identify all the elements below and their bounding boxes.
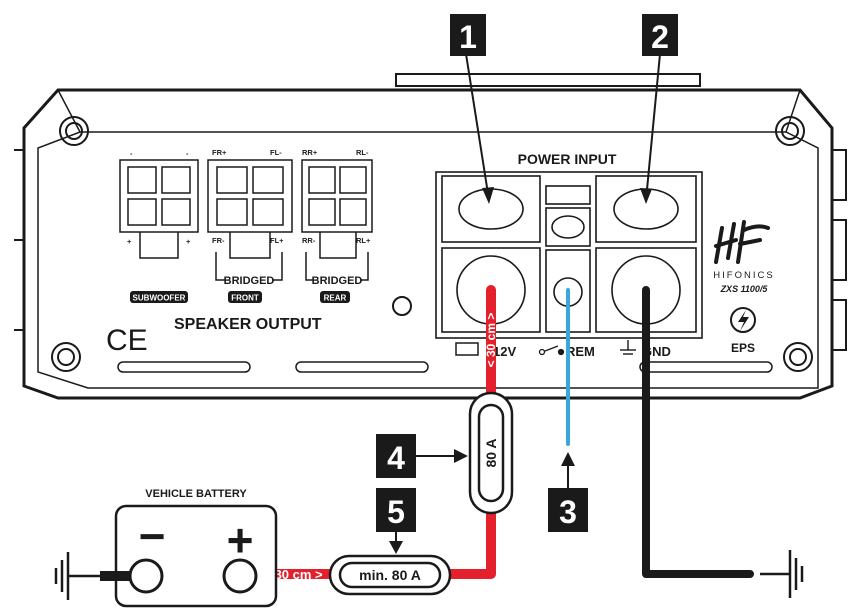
fuse-amp-rating: 80 A — [483, 438, 499, 467]
terminal-12v-label: 12V — [493, 344, 516, 359]
ground-symbol-icon — [760, 550, 804, 598]
callout-4-number: 4 — [387, 440, 405, 476]
callout-1-number: 1 — [459, 19, 477, 55]
rear-label: REAR — [324, 294, 347, 303]
corner-screw-icon — [59, 116, 89, 146]
pin-label: RR- — [302, 236, 316, 245]
bridged-front-label: BRIDGED — [224, 275, 275, 287]
corner-screw-icon — [51, 342, 81, 372]
callout-3-number: 3 — [559, 494, 577, 530]
panel-screw-icon — [392, 296, 412, 316]
callout-2-number: 2 — [651, 19, 669, 55]
corner-screw-icon — [783, 342, 813, 372]
switch-symbol-icon — [538, 345, 565, 356]
vehicle-battery: VEHICLE BATTERY − + — [54, 488, 278, 608]
brand-name: HIFONICS — [713, 270, 774, 281]
fuse-amp[interactable]: 80 A — [468, 391, 514, 515]
fuse-battery[interactable]: min. 80 A — [328, 554, 452, 596]
pin-label: FR- — [212, 236, 225, 245]
ground-wire — [642, 286, 754, 578]
callout-5-number: 5 — [387, 494, 405, 530]
pin-label: - — [130, 149, 133, 158]
callout-5 — [376, 488, 416, 532]
battery-title: VEHICLE BATTERY — [145, 488, 247, 500]
ground-symbol-icon — [620, 340, 636, 355]
pin-label: RL- — [356, 148, 369, 157]
front-badge — [228, 291, 262, 303]
hifonics-logo-icon — [714, 220, 770, 264]
subwoofer-badge — [130, 291, 188, 303]
pin-label: FL+ — [270, 236, 284, 245]
connector-rear[interactable] — [301, 159, 373, 281]
callout-2 — [642, 14, 678, 56]
battery-minus-sign: − — [139, 510, 166, 562]
subwoofer-label: SUBWOOFER — [133, 294, 186, 303]
amp-distance-label: < 30 cm > — [484, 313, 498, 368]
power-input-label: POWER INPUT — [518, 151, 617, 167]
pin-label: RL+ — [356, 236, 371, 245]
battery-positive-terminal[interactable] — [222, 558, 258, 594]
battery-plus-sign: + — [227, 514, 254, 566]
pin-label: + — [127, 237, 132, 246]
pin-label: RR+ — [302, 148, 318, 157]
eps-icon — [730, 307, 756, 333]
fuse-battery-rating: min. 80 A — [359, 567, 421, 583]
battery-negative-terminal[interactable] — [128, 558, 164, 594]
callout-3 — [548, 488, 588, 532]
pin-label: - — [186, 149, 189, 158]
callout-1 — [450, 14, 486, 56]
bridged-rear-label: BRIDGED — [312, 275, 363, 287]
model-name: ZXS 1100/5 — [720, 284, 769, 294]
corner-screw-icon — [775, 116, 805, 146]
pin-label: FR+ — [212, 148, 227, 157]
callout-4 — [376, 434, 416, 478]
speaker-connectors — [119, 159, 373, 281]
connector-front[interactable] — [207, 159, 293, 281]
battery-symbol-icon — [455, 342, 479, 356]
battery-distance-label: < 30 cm > — [263, 567, 323, 582]
front-label: FRONT — [231, 294, 259, 303]
ground-symbol-icon — [54, 552, 100, 600]
rear-badge — [320, 291, 350, 303]
eps-label: EPS — [731, 341, 755, 355]
connector-subwoofer[interactable] — [119, 159, 199, 259]
ce-mark: CE — [106, 324, 148, 357]
callouts: 1 2 3 4 5 — [376, 14, 678, 554]
terminal-rem-label: REM — [566, 344, 595, 359]
speaker-output-label: SPEAKER OUTPUT — [174, 316, 322, 333]
pin-label: FL- — [270, 148, 282, 157]
pin-label: + — [186, 237, 191, 246]
